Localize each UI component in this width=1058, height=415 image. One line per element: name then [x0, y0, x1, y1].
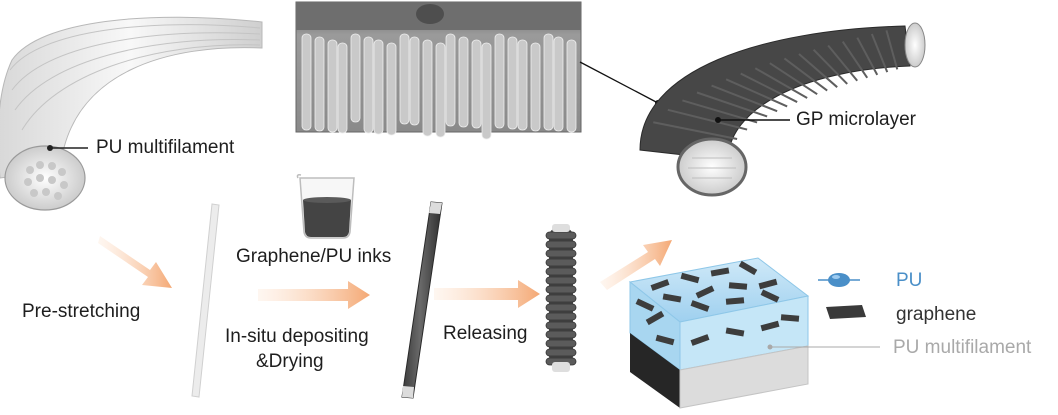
- graphene-flake-icon: [826, 305, 866, 319]
- legend-pu-label: PU: [896, 270, 923, 291]
- coated-fiber: [401, 201, 443, 399]
- gp-fiber-cross-section: [676, 137, 748, 197]
- pu-droplet-icon: [818, 273, 860, 287]
- releasing-label: Releasing: [443, 323, 528, 344]
- composite-cross-section-block: [628, 257, 810, 409]
- graphene-pu-inks-label: Graphene/PU inks: [236, 246, 392, 267]
- process-arrow-icon: [98, 236, 672, 309]
- legend-pu-multifilament-label: PU multifilament: [893, 337, 1032, 358]
- pre-stretched-fiber: [191, 203, 220, 398]
- legend-graphene-label: graphene: [896, 304, 977, 325]
- drying-label: &Drying: [256, 351, 324, 372]
- insitu-depositing-label: In-situ depositing: [225, 326, 369, 347]
- pre-stretching-label: Pre-stretching: [22, 301, 141, 322]
- sem-callout-line: [579, 61, 659, 104]
- pu-multifilament-bundle: [0, 16, 263, 211]
- beaker-icon: [296, 174, 355, 239]
- released-wrinkled-fiber: [545, 224, 577, 372]
- multifilament-cross-section: [4, 145, 86, 211]
- pu-multifilament-label: PU multifilament: [96, 137, 235, 158]
- gp-coated-fiber: [639, 22, 926, 197]
- sem-micrograph: [295, 1, 582, 140]
- gp-microlayer-label: GP microlayer: [796, 109, 917, 130]
